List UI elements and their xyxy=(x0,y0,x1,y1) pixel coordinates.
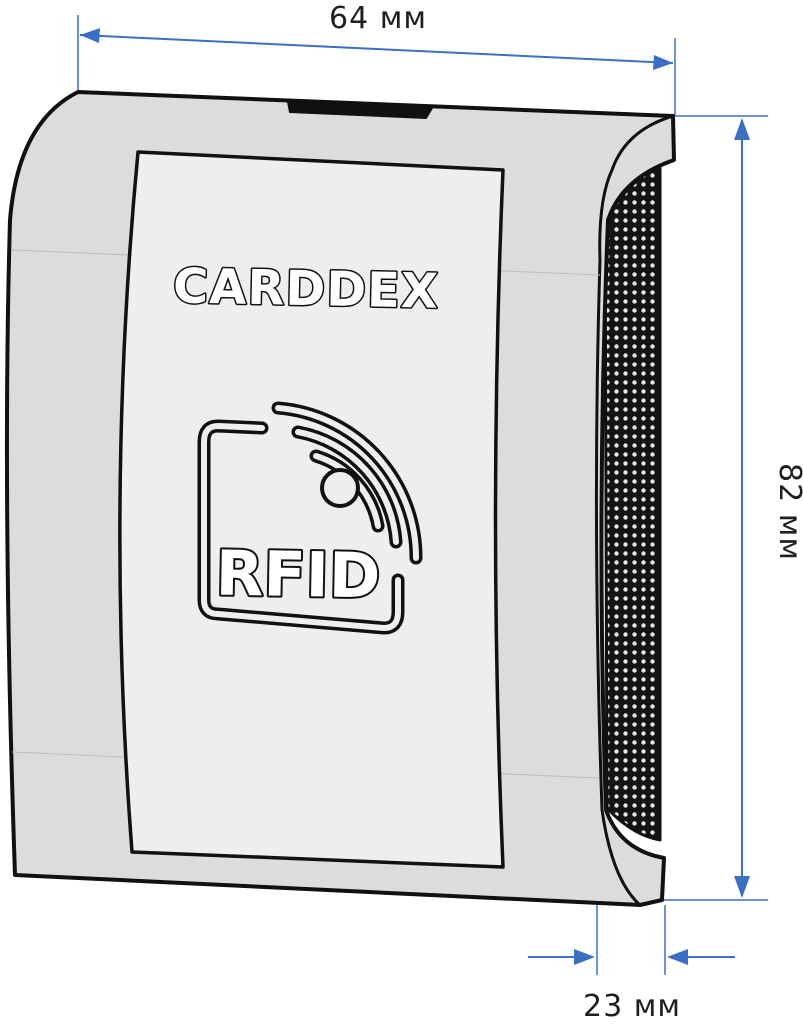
width-label: 64 мм xyxy=(329,1,427,36)
height-label: 82 мм xyxy=(772,463,803,561)
width-arrow-right xyxy=(653,55,673,70)
brand-logo: CARDDEX xyxy=(173,258,440,320)
height-dimension: 82 мм xyxy=(662,115,803,901)
height-arrow-top xyxy=(734,118,750,140)
shell-edge-curve xyxy=(594,114,674,907)
depth-arrow-right xyxy=(667,949,688,965)
rfid-label: RFID xyxy=(215,537,381,613)
rfid-dot xyxy=(320,468,360,508)
reader-body: CARDDEX RFID xyxy=(4,90,676,907)
front-panel xyxy=(118,150,505,869)
rfid-waves-icon xyxy=(271,401,423,565)
width-dimension-line xyxy=(79,34,674,64)
rfid-frame-inner xyxy=(201,423,401,631)
depth-label: 23 мм xyxy=(583,989,681,1024)
width-dimension: 64 мм xyxy=(77,1,676,115)
height-arrow-bottom xyxy=(734,876,750,898)
shell-edge-detail xyxy=(619,159,675,201)
side-grille xyxy=(603,156,662,842)
width-arrow-left xyxy=(80,28,100,43)
top-slot xyxy=(287,101,433,119)
depth-arrow-left xyxy=(574,949,595,965)
